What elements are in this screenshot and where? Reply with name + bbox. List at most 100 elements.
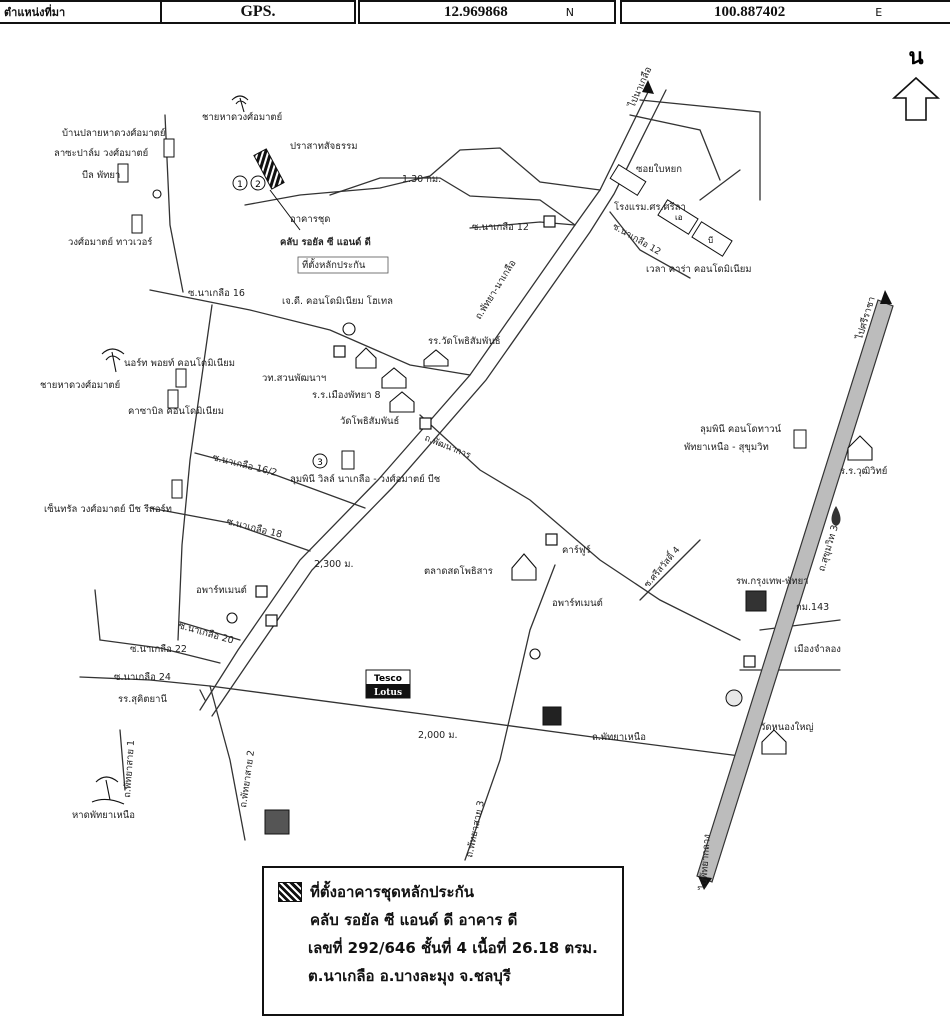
temple-icon — [355, 347, 377, 369]
label-distance-2: 2,300 ม. — [314, 559, 354, 570]
label-hospital: รพ.กรุงเทพ-พัทยา — [736, 576, 809, 587]
road-small-school — [199, 689, 206, 701]
building-b — [691, 221, 733, 257]
palm-tree-icon — [101, 348, 125, 373]
label-sanctuary: ปราสาทสัจธรรม — [290, 141, 358, 152]
road-soi-naklua-12-right — [609, 211, 691, 279]
marker-2-label: 2 — [255, 180, 261, 190]
road-soi-naklua-16 — [149, 289, 471, 376]
label-road-phatthaya-naklua: ถ.พัทยา-นาเกลือ — [473, 258, 518, 321]
label-soi-naklua-12-b: ซ.นาเกลือ 12 — [611, 221, 663, 257]
condo-icon — [131, 214, 143, 234]
label-karnbill: คาซาบิล คอนโดมิเนียม — [128, 405, 224, 417]
label-carrefour: คาร์ฟูร์ — [562, 544, 591, 556]
road-phatthaya-nua — [209, 685, 741, 757]
label-soi-sriswat-4: ซ.ศรีสวัสดิ์ 4 — [640, 543, 682, 590]
store-icon — [419, 417, 432, 430]
label-road-phatthaya-sai-1: ถ.พัทยาสาย 1 — [122, 740, 137, 799]
label-mueang-jamlong: เมืองจำลอง — [794, 644, 841, 655]
road-km143 — [759, 619, 841, 631]
location-map: 1 2 3 เอ บี — [40, 65, 894, 891]
drop-icon — [831, 506, 841, 526]
building-a — [657, 199, 699, 235]
label-beach-wongamat: ชายหาดวงศ์อมาตย์ — [202, 111, 282, 123]
label-soi-naklua-12-a: ซ.นาเกลือ 12 — [472, 222, 529, 233]
label-km143: กม.143 — [796, 602, 829, 613]
label-soi-bai: ซอยใบหยก — [636, 163, 682, 175]
store-icon — [265, 614, 278, 627]
shell-icon — [725, 689, 743, 707]
road-sukhumvit-highway — [696, 299, 894, 883]
collateral-site-frame — [297, 256, 389, 274]
connector-line — [269, 189, 301, 231]
legend-line-3: ต.นาเกลือ อ.บางละมุง จ.ชลบุรี — [308, 967, 511, 985]
north-arrow: น — [888, 40, 948, 124]
gps-type-cell: GPS. — [160, 0, 356, 24]
store-icon — [543, 215, 556, 228]
hatch-swatch-icon — [278, 882, 302, 902]
road-soi-naklua-12 — [469, 221, 576, 229]
arrow-to-sriracha — [880, 290, 892, 304]
condo-icon — [175, 368, 187, 388]
label-school-sak: รร.วัดโพธิสัมพันธ์ — [428, 335, 501, 347]
condo-icon — [163, 138, 175, 158]
market-icon — [511, 553, 537, 581]
marker-1-label: 1 — [237, 180, 243, 190]
label-sukhumvit-vc: ลุมพินี วิลล์ นาเกลือ - วงศ์อมาตย์ บีช — [290, 473, 441, 485]
label-school-mueang: ร.ร.เมืองพัทยา 8 — [312, 390, 381, 401]
temple-icon — [761, 729, 787, 755]
road-soi-naklua-16-2 — [194, 452, 366, 509]
label-wat-sawang: วท.สวนพัฒนาฯ — [262, 373, 326, 384]
tesco-label: Tesco — [374, 674, 402, 684]
label-soi-naklua-18: ซ.นาเกลือ 18 — [225, 516, 283, 540]
road-soi-naklua-18 — [149, 507, 311, 552]
label-road-phatthaya-sai-2: ถ.พัทยาสาย 2 — [238, 749, 257, 808]
lotus-label: Lotus — [374, 688, 402, 698]
north-label: น — [908, 45, 923, 70]
temple-icon — [847, 435, 873, 461]
condo-icon — [793, 429, 807, 449]
label-hotel-school: โรงแรม.ศร.ศรีลา — [614, 201, 686, 213]
label-soi-naklua-16-2: ซ.นาเกลือ 16/2 — [211, 452, 278, 479]
gps-header-bar: ตำแหน่งที่มา GPS. 12.969868 N 100.887402… — [0, 0, 950, 28]
label-td-condo: เจ.ดี. คอนโดมิเนียม โฮเทล — [282, 295, 393, 307]
label-distance-1: 1.30 กม. — [402, 174, 441, 185]
arrow-to-naklua — [642, 80, 654, 94]
hospital-icon — [745, 590, 767, 612]
arrow-to-phatthaya-klang — [698, 876, 712, 890]
road-soi-sriswat-4 — [639, 539, 701, 601]
marker-3-label: 3 — [317, 458, 323, 468]
gps-type: GPS. — [240, 3, 276, 20]
road-phatthaya-sai-1 — [119, 729, 126, 791]
label-lumpini-condo: ลุมพินี คอนโดทาวน์ — [700, 423, 782, 435]
tesco-lotus-bottom — [366, 684, 410, 698]
road-left-vertical-2 — [177, 304, 213, 641]
road-top-right-c — [699, 169, 741, 201]
hotel-icon — [342, 322, 356, 336]
road-soi-naklua-22 — [99, 639, 221, 664]
gas-station-icon — [542, 706, 562, 726]
store-icon — [255, 585, 268, 598]
label-soi-naklua-22: ซ.นาเกลือ 22 — [130, 644, 187, 655]
road-phatthaya-sai-3 — [464, 564, 556, 861]
label-road-phatthaya-nua: ถ.พัทยาเหนือ — [592, 732, 646, 743]
road-beach-top — [244, 147, 601, 206]
label-club-name: คลับ รอยัล ซี แอนด์ ดี — [280, 236, 371, 248]
label-central-wongamat: เซ็นทรัล วงศ์อมาตย์ บีช รีสอร์ท — [44, 502, 172, 515]
road-phatthaya-naklua-2 — [211, 89, 667, 717]
condo-icon — [117, 163, 129, 183]
condo-icon — [171, 479, 183, 499]
legend-box: ที่ตั้งอาคารชุดหลักประกัน คลับ รอยัล ซี … — [262, 866, 624, 1016]
label-road-phatthaya-sai-3: ถ.พัทยาสาย 3 — [464, 800, 487, 859]
store-icon — [545, 533, 558, 546]
store-icon — [333, 345, 346, 358]
label-distance-3: 2,000 ม. — [418, 730, 458, 741]
condo-icon — [167, 389, 179, 409]
label-apartment-1: อพาร์ทเมนต์ — [196, 584, 247, 596]
school-icon — [423, 349, 449, 367]
building-soi-bai — [609, 164, 647, 196]
fuel-icon — [529, 648, 541, 660]
label-apartment-2: อพาร์ทเมนต์ — [552, 597, 603, 609]
label-beach-naklua: หาดพัทยาเหนือ — [72, 810, 135, 821]
gps-longitude: 100.887402 — [714, 3, 786, 20]
